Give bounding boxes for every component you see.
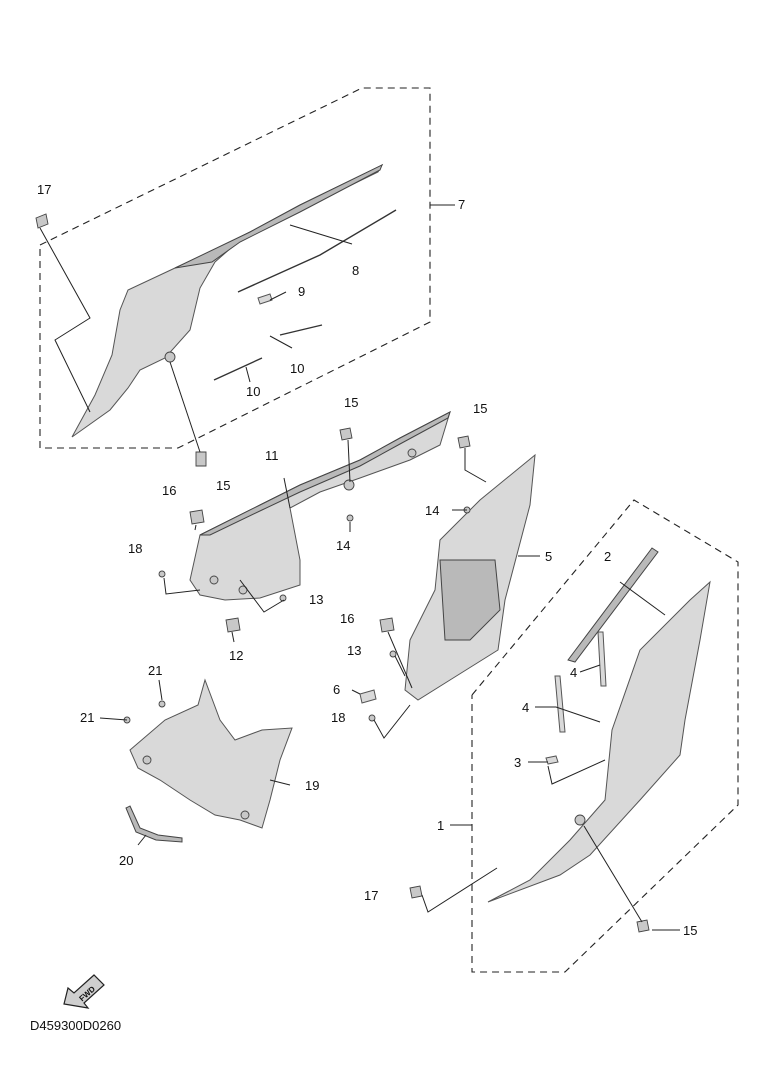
callout-13: 13 xyxy=(309,592,323,607)
group-1-boundary xyxy=(471,499,739,973)
group-7-boundary xyxy=(39,87,431,449)
part-11-inner-panel xyxy=(189,410,451,601)
part-17-bolt-upper xyxy=(35,213,49,229)
part-4-strip-lower xyxy=(554,675,566,733)
callout-21: 21 xyxy=(80,710,94,725)
callout-21: 21 xyxy=(148,663,162,678)
part-3-clip xyxy=(545,755,559,765)
part-15-bolt-a xyxy=(195,451,207,467)
callout-17: 17 xyxy=(37,182,51,197)
group-7-assembly xyxy=(35,87,431,449)
part-20-seal-strip xyxy=(125,805,183,843)
callout-18: 18 xyxy=(128,541,142,556)
callout-14: 14 xyxy=(336,538,350,553)
fasteners xyxy=(123,427,650,933)
part-12-bolt xyxy=(225,617,241,633)
upper-cowling-panel xyxy=(71,163,384,438)
part-10-strip-upper xyxy=(279,324,323,336)
part-13-nut-b xyxy=(389,650,397,658)
callout-13: 13 xyxy=(347,643,361,658)
part-8-trim-strip xyxy=(237,209,397,293)
callout-labels: 17 7 8 9 10 10 15 15 11 15 16 14 14 18 5… xyxy=(37,182,697,938)
group-1-assembly xyxy=(471,499,739,973)
part-16-bolt-b xyxy=(379,617,395,633)
lower-cowling-panel xyxy=(487,580,711,903)
part-21-clip-a xyxy=(158,700,166,708)
part-15-bolt-b xyxy=(339,427,353,441)
part-17-bolt-lower xyxy=(409,885,423,899)
callout-15: 15 xyxy=(683,923,697,938)
cowling-mount-hole xyxy=(164,351,176,363)
callout-9: 9 xyxy=(298,284,305,299)
callout-7: 7 xyxy=(458,197,465,212)
callout-16: 16 xyxy=(162,483,176,498)
part-10-strip-lower xyxy=(213,357,263,381)
callout-10: 10 xyxy=(290,361,304,376)
callout-19: 19 xyxy=(305,778,319,793)
callout-4: 4 xyxy=(570,665,577,680)
part-19-under-cover xyxy=(125,678,293,843)
leader-lines xyxy=(39,204,680,931)
callout-1: 1 xyxy=(437,818,444,833)
fwd-arrow-icon: FWD xyxy=(63,974,105,1009)
callout-5: 5 xyxy=(545,549,552,564)
diagram-code: D459300D0260 xyxy=(30,1018,122,1033)
part-15-bolt-c xyxy=(457,435,471,449)
part-18-clip-b xyxy=(368,714,376,722)
callout-11: 11 xyxy=(265,448,279,463)
callout-6: 6 xyxy=(333,682,340,697)
callout-8: 8 xyxy=(352,263,359,278)
part-9-clip xyxy=(257,293,273,305)
part-4-strip-upper xyxy=(597,631,607,687)
upper-cowling-edge xyxy=(174,163,383,269)
callout-14: 14 xyxy=(425,503,439,518)
callout-4: 4 xyxy=(522,700,529,715)
part-16-bolt-a xyxy=(189,509,205,525)
part-5-side-panel xyxy=(359,453,536,704)
callout-15: 15 xyxy=(216,478,230,493)
callout-3: 3 xyxy=(514,755,521,770)
callout-20: 20 xyxy=(119,853,133,868)
callout-15: 15 xyxy=(473,401,487,416)
part-6-clip xyxy=(359,689,377,704)
callout-12: 12 xyxy=(229,648,243,663)
part-15-bolt-d xyxy=(636,919,650,933)
callout-15: 15 xyxy=(344,395,358,410)
lower-cowling-mount-hole xyxy=(574,814,586,826)
part-14-nut-a xyxy=(346,514,354,522)
callout-17: 17 xyxy=(364,888,378,903)
callout-16: 16 xyxy=(340,611,354,626)
callout-2: 2 xyxy=(604,549,611,564)
part-18-clip-a xyxy=(158,570,166,578)
callout-18: 18 xyxy=(331,710,345,725)
callout-10: 10 xyxy=(246,384,260,399)
